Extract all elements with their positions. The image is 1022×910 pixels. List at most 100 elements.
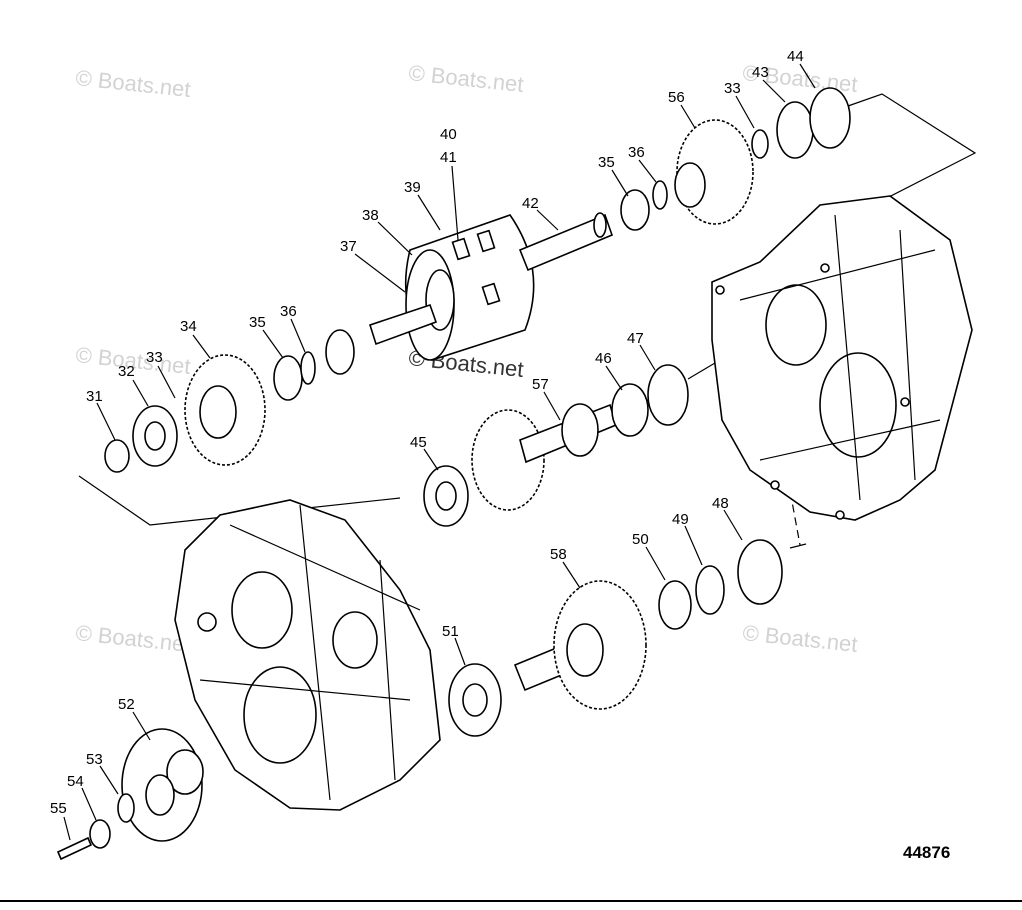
leader-57 xyxy=(543,391,561,421)
snap-ring-33-upper xyxy=(751,129,769,159)
leader-45 xyxy=(423,448,439,471)
left-housing xyxy=(174,499,441,811)
leader-31 xyxy=(96,402,116,441)
leader-35b xyxy=(611,169,629,197)
leader-50 xyxy=(645,546,666,581)
left-bearing-cluster xyxy=(104,329,355,473)
spacer-36-upper xyxy=(652,180,668,210)
callout-36: 36 xyxy=(280,303,297,320)
callout-39: 39 xyxy=(404,179,421,196)
callout-47: 47 xyxy=(627,330,644,347)
clutch-slot xyxy=(481,282,501,306)
callout-36: 36 xyxy=(628,144,645,161)
leader-lines xyxy=(63,63,816,841)
housing-bolt xyxy=(820,263,830,273)
callout-58: 58 xyxy=(550,546,567,563)
callout-42: 42 xyxy=(522,195,539,212)
flange-seal xyxy=(145,774,175,816)
callout-40: 40 xyxy=(440,126,457,143)
bearing-needle xyxy=(325,329,355,375)
leader-54 xyxy=(81,787,97,821)
callout-46: 46 xyxy=(595,350,612,367)
leader-49 xyxy=(684,525,703,566)
leader-44 xyxy=(799,63,816,89)
race-49 xyxy=(695,565,725,615)
bottom-rule xyxy=(0,900,1022,902)
gear-56-hub xyxy=(674,162,706,208)
housing-bolt xyxy=(900,397,910,407)
flange-52-hub xyxy=(166,749,204,795)
lower-shaft-cluster xyxy=(448,539,783,737)
housing-bolt xyxy=(770,480,780,490)
leader-33b xyxy=(735,95,755,129)
leader-33a xyxy=(157,365,176,399)
bearing-31 xyxy=(104,439,130,473)
bearing-48 xyxy=(737,539,783,605)
output-flange-cluster xyxy=(56,728,204,861)
bearing-51-inner xyxy=(462,683,488,717)
callout-50: 50 xyxy=(632,531,649,548)
leader-58 xyxy=(562,561,581,589)
leader-41 xyxy=(451,165,459,241)
bearing-44 xyxy=(809,87,851,149)
housing-left-plug xyxy=(197,612,217,632)
callout-37: 37 xyxy=(340,238,357,255)
housing-left-bore-right xyxy=(332,611,378,669)
leader-38 xyxy=(377,221,413,256)
housing-bolt xyxy=(835,510,845,520)
watermark: © Boats.net xyxy=(74,65,191,102)
gear-58-hub xyxy=(566,623,604,677)
callout-52: 52 xyxy=(118,696,135,713)
assembly-line-left xyxy=(78,475,401,526)
bearing-45-inner xyxy=(435,481,457,511)
watermark: © Boats.net xyxy=(741,620,858,657)
leader-36a xyxy=(290,318,306,353)
callout-53: 53 xyxy=(86,751,103,768)
bearing-35 xyxy=(273,355,303,401)
leader-55 xyxy=(63,816,71,841)
leader-37 xyxy=(354,253,406,293)
callout-54: 54 xyxy=(67,773,84,790)
bearing-50 xyxy=(658,580,692,630)
bearing-35-upper xyxy=(620,189,650,231)
leader-34 xyxy=(192,334,211,359)
bolt-55 xyxy=(56,836,93,861)
leader-46 xyxy=(605,365,623,391)
callout-32: 32 xyxy=(118,363,135,380)
gear-34-hub xyxy=(199,385,237,439)
right-housing xyxy=(711,195,973,521)
figure-number: 44876 xyxy=(903,843,950,862)
housing-right-ribs xyxy=(739,214,941,501)
housing-right-bore-upper xyxy=(765,284,827,366)
callout-31: 31 xyxy=(86,388,103,405)
callout-33: 33 xyxy=(724,80,741,97)
leader-36b xyxy=(638,159,657,183)
callout-51: 51 xyxy=(442,623,459,640)
watermark: © Boats.net xyxy=(407,60,524,97)
callout-45: 45 xyxy=(410,434,427,451)
housing-left-bore-upper xyxy=(231,571,293,649)
bearing-43 xyxy=(776,101,814,159)
callout-56: 56 xyxy=(668,89,685,106)
callout-34: 34 xyxy=(180,318,197,335)
countershaft-gear xyxy=(561,403,599,457)
housing-right-bore-lower xyxy=(819,352,897,458)
callout-38: 38 xyxy=(362,207,379,224)
spacer-36 xyxy=(300,351,316,385)
middle-shaft-cluster xyxy=(423,364,689,527)
callout-57: 57 xyxy=(532,376,549,393)
main-shaft xyxy=(518,213,614,272)
bearing-46 xyxy=(611,383,649,437)
leader-43 xyxy=(762,79,786,103)
callout-33: 33 xyxy=(146,349,163,366)
callout-41: 41 xyxy=(440,149,457,166)
leader-42 xyxy=(536,209,559,231)
housing-left-bore-lower xyxy=(243,666,317,764)
input-stub-shaft xyxy=(369,303,438,346)
clutch-drum-assembly xyxy=(369,212,614,361)
callout-labels: 31 32 33 34 35 36 37 38 39 40 41 42 35 3… xyxy=(50,48,804,817)
callout-44: 44 xyxy=(787,48,804,65)
leader-32 xyxy=(132,379,149,407)
callout-43: 43 xyxy=(752,64,769,81)
